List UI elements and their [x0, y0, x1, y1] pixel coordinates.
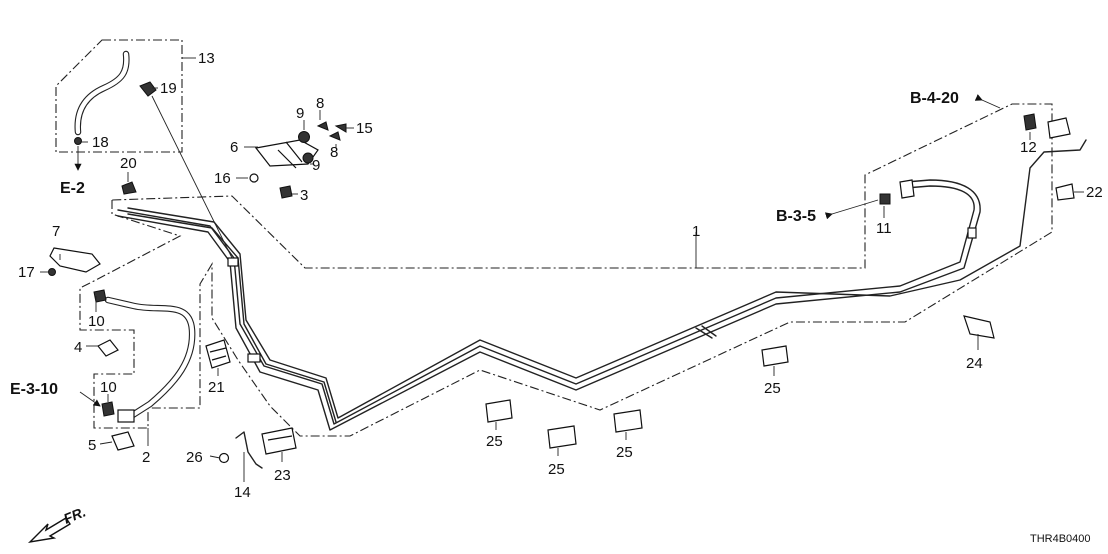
clip-8-lower [328, 131, 341, 141]
callout-11: 11 [876, 220, 892, 237]
ref-e2[interactable]: E-2 [60, 180, 85, 197]
hose-2-end-fitting [117, 409, 135, 423]
callout-15: 15 [356, 120, 373, 137]
hose-13-outline [55, 39, 183, 153]
callout-2: 2 [142, 449, 150, 466]
clamp-25-b [547, 425, 577, 449]
callout-10-upper: 10 [88, 313, 105, 330]
nut-17 [48, 268, 56, 276]
bracket-14 [235, 431, 263, 469]
ref-b420[interactable]: B-4-20 [910, 90, 959, 107]
hose-13 [74, 50, 130, 136]
bracket-6-cluster [249, 121, 347, 199]
nut-16 [249, 173, 259, 183]
diagram-code: THR4B0400 [1030, 533, 1091, 545]
ref-e310[interactable]: E-3-10 [10, 381, 58, 398]
clip-8-upper [316, 121, 329, 131]
callout-16: 16 [214, 170, 231, 187]
callout-10-lower: 10 [100, 379, 117, 396]
callout-9-upper: 9 [296, 105, 304, 122]
callout-22: 22 [1086, 184, 1103, 201]
clip-20 [121, 181, 137, 195]
callout-20: 20 [120, 155, 137, 172]
clip-12 [1023, 113, 1037, 131]
clamp-23 [261, 427, 297, 455]
bracket-7 [49, 247, 101, 273]
callout-4: 4 [74, 339, 82, 356]
washer-9-upper [298, 131, 310, 143]
pipe-fitting-a [227, 257, 239, 267]
leader-lines [40, 57, 1084, 482]
clip-3 [279, 185, 293, 199]
callout-1: 1 [692, 223, 700, 240]
callout-26: 26 [186, 449, 203, 466]
callout-12: 12 [1020, 139, 1037, 156]
main-fuel-pipes [117, 139, 1087, 431]
callout-14: 14 [234, 484, 251, 501]
callout-25-b: 25 [548, 461, 565, 478]
pipe-assembly-outline [79, 103, 1053, 437]
callout-19: 19 [160, 80, 177, 97]
callout-8-lower: 8 [330, 144, 338, 161]
callout-21: 21 [208, 379, 225, 396]
callout-9-lower: 9 [312, 157, 320, 174]
callout-25-c: 25 [616, 444, 633, 461]
clip-10-lower [101, 401, 115, 417]
callout-25-a: 25 [486, 433, 503, 450]
clamp-21 [205, 339, 231, 369]
clip-10-upper [93, 289, 107, 303]
clamp-25-c [613, 409, 643, 433]
bolt-26 [218, 452, 230, 464]
callout-8-upper: 8 [316, 95, 324, 112]
pipe-fitting-b [247, 353, 261, 363]
callout-3: 3 [300, 187, 308, 204]
callout-7: 7 [52, 223, 60, 240]
washer-9-lower [302, 152, 314, 164]
callout-24: 24 [966, 355, 983, 372]
front-arrow-icon [27, 517, 71, 544]
clamp-25-d [761, 345, 789, 367]
pipe-fitting-c [967, 227, 977, 239]
hose-connector [899, 179, 915, 199]
clip-18 [74, 137, 82, 145]
callout-5: 5 [88, 437, 96, 454]
ref-b35[interactable]: B-3-5 [776, 208, 816, 225]
front-label: FR. [61, 503, 88, 526]
clamp-4 [97, 339, 119, 357]
clamp-24 [963, 315, 995, 339]
connector-b420 [1047, 117, 1071, 139]
callout-17: 17 [18, 264, 35, 281]
clip-15 [334, 123, 347, 133]
clip-22 [1055, 183, 1075, 201]
callout-6: 6 [230, 139, 238, 156]
clip-11 [879, 193, 891, 205]
hose-2 [104, 296, 196, 422]
callout-18: 18 [92, 134, 109, 151]
clamp-25-a [485, 399, 513, 423]
callout-23: 23 [274, 467, 291, 484]
clamp-5 [111, 431, 135, 451]
clip-19 [139, 81, 157, 97]
callout-25-d: 25 [764, 380, 781, 397]
callout-13: 13 [198, 50, 215, 67]
